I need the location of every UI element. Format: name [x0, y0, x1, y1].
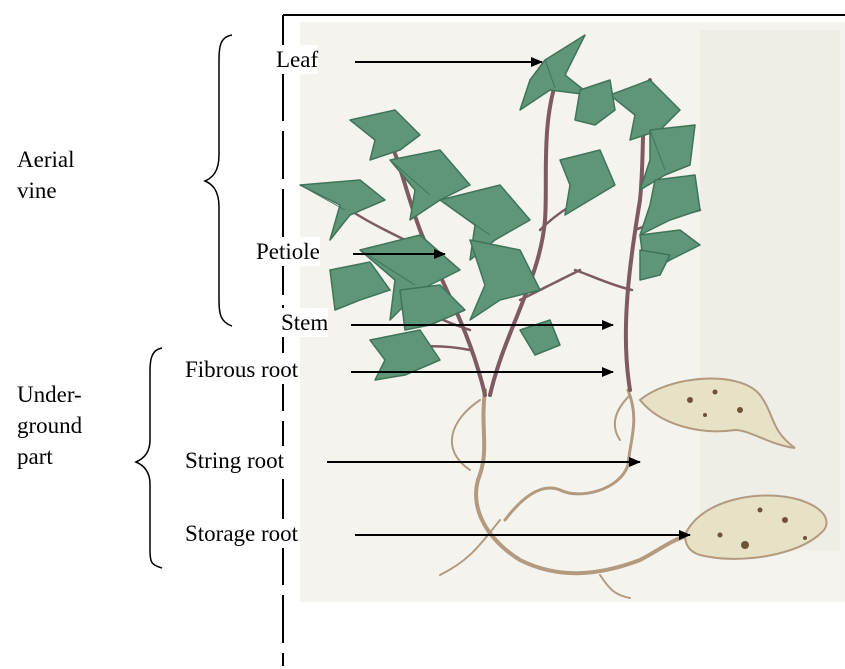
photo-text-shadow: [700, 30, 840, 550]
aerial-vine-group-label: Aerial vine: [17, 144, 74, 206]
petiole-label: Petiole: [256, 237, 320, 266]
stem-label: Stem: [281, 308, 328, 337]
underground-label-line-3: part: [17, 441, 82, 472]
aerial-label-line-1: Aerial: [17, 144, 74, 175]
aerial-label-line-2: vine: [17, 175, 74, 206]
string-root-label: String root: [185, 446, 284, 475]
aerial-brace: [205, 35, 232, 326]
underground-label-line-1: Under-: [17, 379, 82, 410]
fibrous-root-label: Fibrous root: [185, 355, 298, 384]
storage-root-label: Storage root: [185, 519, 298, 548]
underground-part-group-label: Under- ground part: [17, 379, 82, 472]
underground-label-line-2: ground: [17, 410, 82, 441]
underground-brace: [136, 348, 162, 568]
leaf-label: Leaf: [276, 45, 318, 74]
